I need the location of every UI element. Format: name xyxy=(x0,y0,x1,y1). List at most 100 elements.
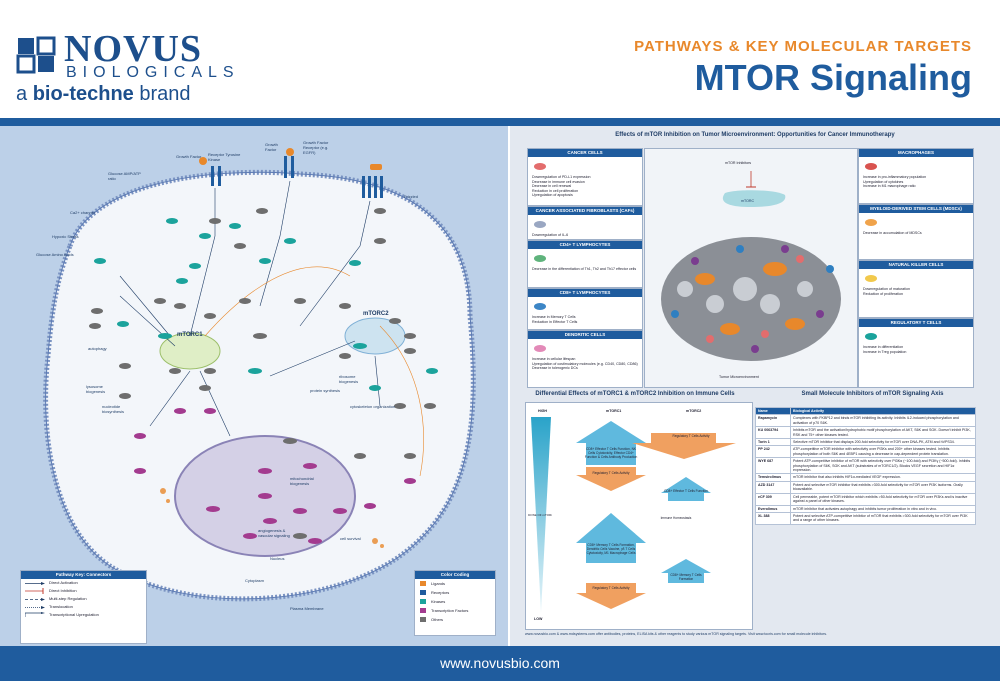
color-key: Color Coding Ligands Receptors Kinases T… xyxy=(414,570,496,636)
diff-middle-label: Immune Homeostasis xyxy=(660,516,692,520)
label-ca-channel: Ca2+ channel xyxy=(70,210,95,215)
cancer-item: Reduction in cell proliferation xyxy=(532,188,579,193)
diff-panel-title: Differential Effects of mTORC1 & mTORC2 … xyxy=(535,391,735,397)
box-mdsc: MYELOID-DERIVED STEM CELLS (MDSCs) Decre… xyxy=(858,204,974,260)
label-autophagy: autophagy xyxy=(88,346,107,351)
cell-diagram xyxy=(43,148,476,602)
other-nodes xyxy=(89,208,436,539)
cd4-icon xyxy=(534,255,546,262)
label-growth-factor-1: Growth Factor xyxy=(176,154,202,159)
dendritic-item: Upregulation of costimulatory molecules … xyxy=(532,361,638,366)
diff-up-arrow-2: CD8+ Effector T Cells Function xyxy=(664,489,708,493)
mdsc-item: Decrease in accumulation of MDSCs xyxy=(863,231,922,235)
header-titles: PATHWAYS & KEY MOLECULAR TARGETS MTOR Si… xyxy=(634,38,972,100)
box-macrophages: MACROPHAGES Increase in pro-inflammatory… xyxy=(858,148,974,204)
header: NOVUS BIOLOGICALS a bio-techne brand PAT… xyxy=(0,0,1000,118)
caf-icon xyxy=(534,221,546,228)
diff-graphic xyxy=(531,417,736,613)
caf-item: Downregulation of IL-6 xyxy=(532,233,569,237)
box-cafs-title: CANCER ASSOCIATED FIBROBLASTS (CAFs) xyxy=(528,207,642,215)
label-nucleus: Nucleus xyxy=(270,556,285,561)
color-key-ligands: Ligands xyxy=(415,579,495,588)
label-glucose-aa: Glucose Amino Acids xyxy=(36,252,74,257)
cd8-item: Increase in Memory T Cells xyxy=(532,315,576,319)
label-plasma-membrane: Plasma Membrane xyxy=(290,606,324,611)
label-mitochondrial: mitochondrial biogenesis xyxy=(290,476,314,486)
dendritic-icon xyxy=(534,345,546,352)
dendritic-item: Decrease in tolerogenic DCs xyxy=(532,366,578,371)
diff-high: HIGH xyxy=(538,409,547,413)
footer-url-link[interactable]: www.novusbio.com xyxy=(440,655,560,671)
inhibitors-title: Small Molecule Inhibitors of mTOR Signal… xyxy=(801,391,944,397)
header-band xyxy=(0,118,1000,126)
brand-suffix: brand xyxy=(139,83,191,105)
inhibitor-activity: ATP-competitive mTOR inhibitor with sele… xyxy=(790,445,976,459)
connectors xyxy=(119,180,381,437)
label-mtorc2: mTORC2 xyxy=(363,311,389,317)
diff-down-arrow-3: Regulatory T Cells Activity xyxy=(592,586,630,590)
diff-axis-label: DOSE OF mTORi xyxy=(528,513,552,517)
brand-name: bio-techne xyxy=(32,83,134,105)
cancer-item: Decrease in immune cell evasion xyxy=(532,179,585,184)
tumor-caption: Tumor Microenvironment xyxy=(719,375,759,379)
key-translocation: Translocation xyxy=(21,603,146,611)
novus-logo-icon xyxy=(16,36,56,74)
brand-line: a bio-techne brand xyxy=(16,82,191,106)
label-cytoskeleton: cytoskeleton organization xyxy=(350,404,396,409)
dendritic-item: Increase in cellular lifespan xyxy=(532,357,576,361)
key-transcriptional: Transcriptional Upregulation xyxy=(21,611,146,619)
box-treg-title: REGULATORY T CELLS xyxy=(859,319,973,327)
key-direct-inhibition: Direct Inhibition xyxy=(25,588,77,594)
box-nk: NATURAL KILLER CELLS Downregulation of m… xyxy=(858,260,974,318)
cd8-item: Reduction in Effector T Cells xyxy=(532,319,578,324)
right-footer-note: www.novusbio.com & www.rndsystems.com of… xyxy=(525,632,827,636)
cd8-icon xyxy=(534,303,546,310)
right-panels: Effects of mTOR Inhibition on Tumor Micr… xyxy=(510,126,1000,646)
inhibitor-name: eCF 309 xyxy=(755,492,791,506)
cancer-item: Upregulation of apoptosis xyxy=(532,193,573,198)
label-frizzled: Frizzled xyxy=(404,194,419,199)
box-cd4-title: CD4+ T LYMPHOCYTES xyxy=(528,241,642,249)
inhibitor-name: Torin 1 xyxy=(755,438,791,447)
box-treg: REGULATORY T CELLS Increase in different… xyxy=(858,318,974,388)
box-cancer-cells-title: CANCER CELLS xyxy=(528,149,642,157)
color-key-title: Color Coding xyxy=(415,571,495,579)
tumor-microenvironment: mTOR Inhibitors mTORC Tumor Microenviron… xyxy=(644,148,858,388)
transcription-factor-nodes xyxy=(134,408,416,544)
tumor-panel-title: Effects of mTOR Inhibition on Tumor Micr… xyxy=(615,132,895,138)
mtor-inhibitors-label: mTOR Inhibitors xyxy=(725,161,752,165)
macrophage-item: Upregulation of cytokines xyxy=(863,179,904,184)
inhibitor-activity: Inhibits mTOR and the activation/hydroph… xyxy=(790,426,976,440)
inhibitor-activity: Cell permeable, potent mTOR inhibitor wh… xyxy=(790,492,976,506)
color-key-tfs: Transcription Factors xyxy=(415,606,495,615)
cancer-item: Downregulation of PD-L1 expression xyxy=(532,175,591,179)
inhibitor-activity: Potent and selective mTOR inhibitor that… xyxy=(790,480,976,494)
tumor-graphic xyxy=(661,171,841,361)
label-lysosome: lysosome biogenesis xyxy=(86,384,106,394)
macrophage-icon xyxy=(865,163,877,170)
diff-down-arrow-2: Regulatory T Cells Activity xyxy=(592,471,630,475)
label-protein: protein synthesis xyxy=(310,388,341,393)
label-cytoplasm: Cytoplasm xyxy=(245,578,264,583)
mtorc-target-label: mTORC xyxy=(741,199,755,203)
page-subtitle: PATHWAYS & KEY MOLECULAR TARGETS xyxy=(634,38,972,55)
box-cafs: CANCER ASSOCIATED FIBROBLASTS (CAFs) Dow… xyxy=(527,206,643,240)
logo-text: NOVUS xyxy=(64,28,203,70)
nk-icon xyxy=(865,275,877,282)
cancer-item: Decrease in cell renewal xyxy=(532,184,572,189)
inhibitor-name: Temsirolimus xyxy=(755,473,791,482)
diff-down-arrow-1: Regulatory T Cells Activity xyxy=(672,434,710,438)
page-title: MTOR Signaling xyxy=(694,57,972,98)
box-cd4: CD4+ T LYMPHOCYTES Decrease in the diffe… xyxy=(527,240,643,288)
treg-icon xyxy=(865,333,877,340)
